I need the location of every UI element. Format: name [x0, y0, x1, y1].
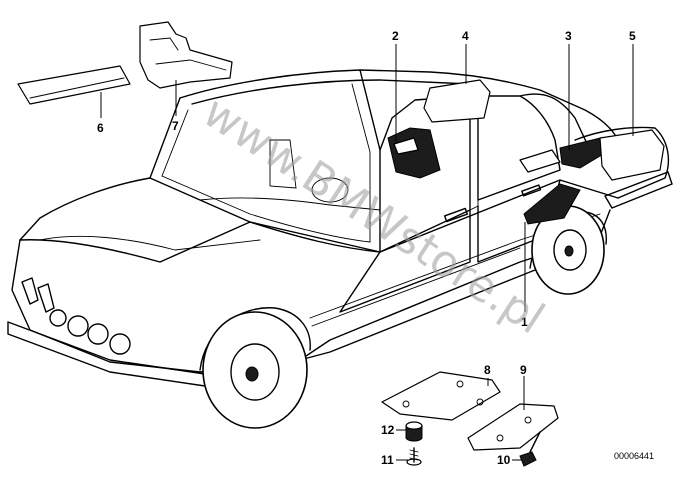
part-10-head	[519, 451, 537, 467]
part-9-hole-1	[524, 416, 532, 424]
seat	[269, 139, 297, 189]
callout-11: 11	[381, 453, 394, 467]
part-9	[467, 403, 559, 451]
headlight-1	[67, 315, 89, 337]
headlight-3	[109, 333, 131, 355]
roof-outline	[179, 69, 619, 141]
callout-2: 2	[392, 29, 399, 43]
rear-hub	[553, 229, 587, 271]
part-8-hole-3	[476, 398, 484, 406]
door-handle-front	[443, 207, 469, 223]
callout-9: 9	[520, 363, 527, 377]
kidney-grille-right	[37, 283, 55, 313]
headlight-4	[49, 309, 67, 327]
body-side-trim-2	[311, 247, 521, 327]
callout-10: 10	[497, 453, 511, 467]
part-6-fold	[29, 77, 125, 99]
car-illustration	[7, 69, 673, 429]
part-12-body	[405, 425, 423, 442]
door-handle-rear	[521, 184, 542, 197]
part-3	[559, 137, 611, 169]
callout-8: 8	[484, 363, 491, 377]
windshield-inner	[161, 83, 371, 243]
part-10-shank	[529, 431, 541, 453]
rear-bumper	[604, 171, 673, 209]
part-2	[387, 127, 441, 179]
part-1-tab	[519, 149, 561, 173]
trunk-lid	[574, 126, 670, 199]
part-2-highlight	[393, 137, 419, 155]
callout-4: 4	[462, 29, 469, 43]
body-side-sill	[299, 267, 541, 361]
hood-crease	[39, 235, 261, 251]
headlight-2	[87, 323, 109, 345]
front-door	[339, 209, 471, 313]
kidney-grille-left	[21, 277, 39, 305]
parts-group	[17, 21, 665, 467]
callout-labels: 1 2 3 4 5 6 7 8 9 10 11 12	[97, 29, 636, 467]
part-7	[139, 21, 233, 89]
part-8-hole-2	[456, 380, 464, 388]
dashboard	[199, 197, 381, 211]
part-1	[523, 183, 581, 225]
roof-inner-line	[191, 79, 471, 105]
callout-6: 6	[97, 121, 104, 135]
part-7-detail	[149, 37, 227, 71]
drawing-number: 00006441	[614, 451, 654, 461]
callout-1: 1	[521, 315, 528, 329]
part-5	[599, 129, 665, 181]
front-hub	[230, 343, 280, 401]
part-8-hole-1	[402, 400, 410, 408]
hood	[19, 177, 251, 263]
part-9-hole-2	[496, 434, 504, 442]
part-11-thread	[409, 449, 419, 461]
part-8	[381, 371, 501, 421]
callout-12: 12	[381, 423, 395, 437]
c-pillar	[519, 93, 591, 151]
front-hub-center	[245, 366, 259, 382]
callout-7: 7	[172, 119, 179, 133]
steering-wheel	[311, 177, 349, 203]
callout-3: 3	[565, 29, 572, 43]
part-4	[423, 79, 491, 123]
leader-lines	[100, 44, 634, 461]
rear-hub-center	[564, 245, 574, 257]
part-6	[17, 65, 131, 105]
front-face	[11, 239, 201, 373]
front-bumper	[7, 321, 206, 387]
callout-5: 5	[629, 29, 636, 43]
